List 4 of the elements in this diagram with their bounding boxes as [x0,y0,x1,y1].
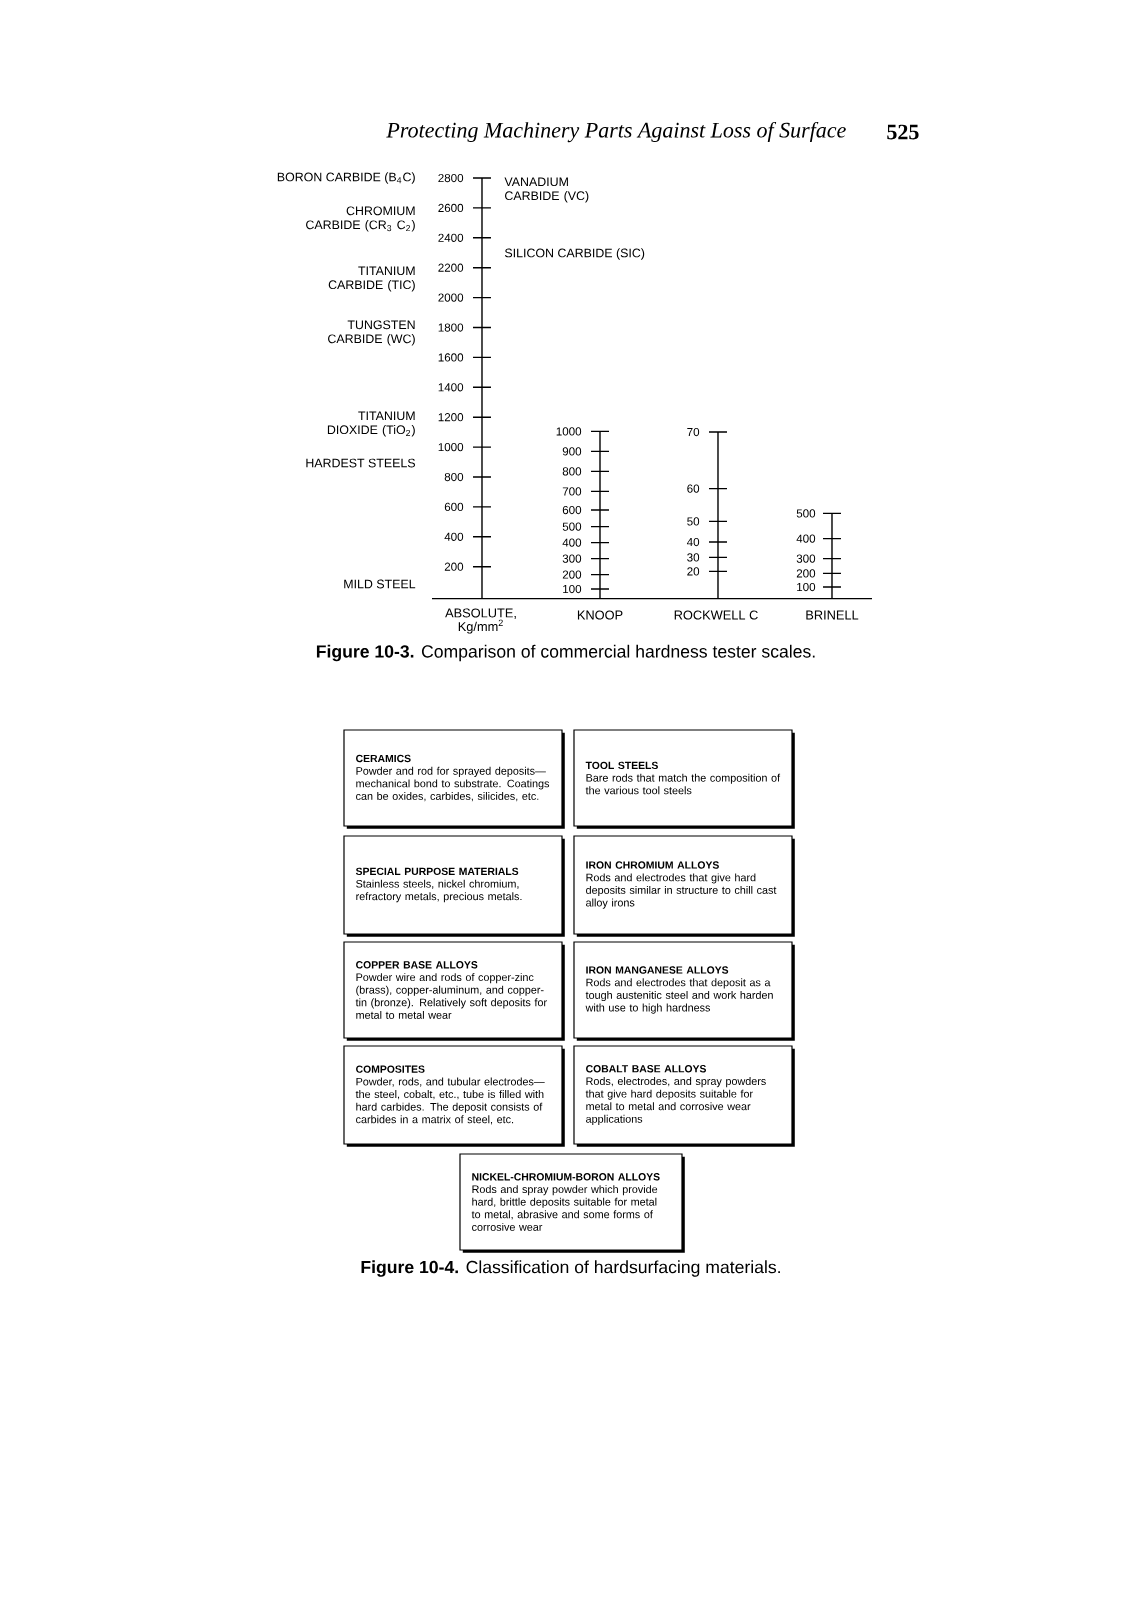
page-number: 525 [887,124,919,140]
running-header: Protecting Machinery Parts Against Loss of Surface [386,121,846,143]
figure-caption: Figure 10-4. Classification of hardsurfacing materials. [361,1260,780,1277]
figure-caption: Figure 10-3. Comparison of commercial hardness tester scales. [316,644,815,662]
